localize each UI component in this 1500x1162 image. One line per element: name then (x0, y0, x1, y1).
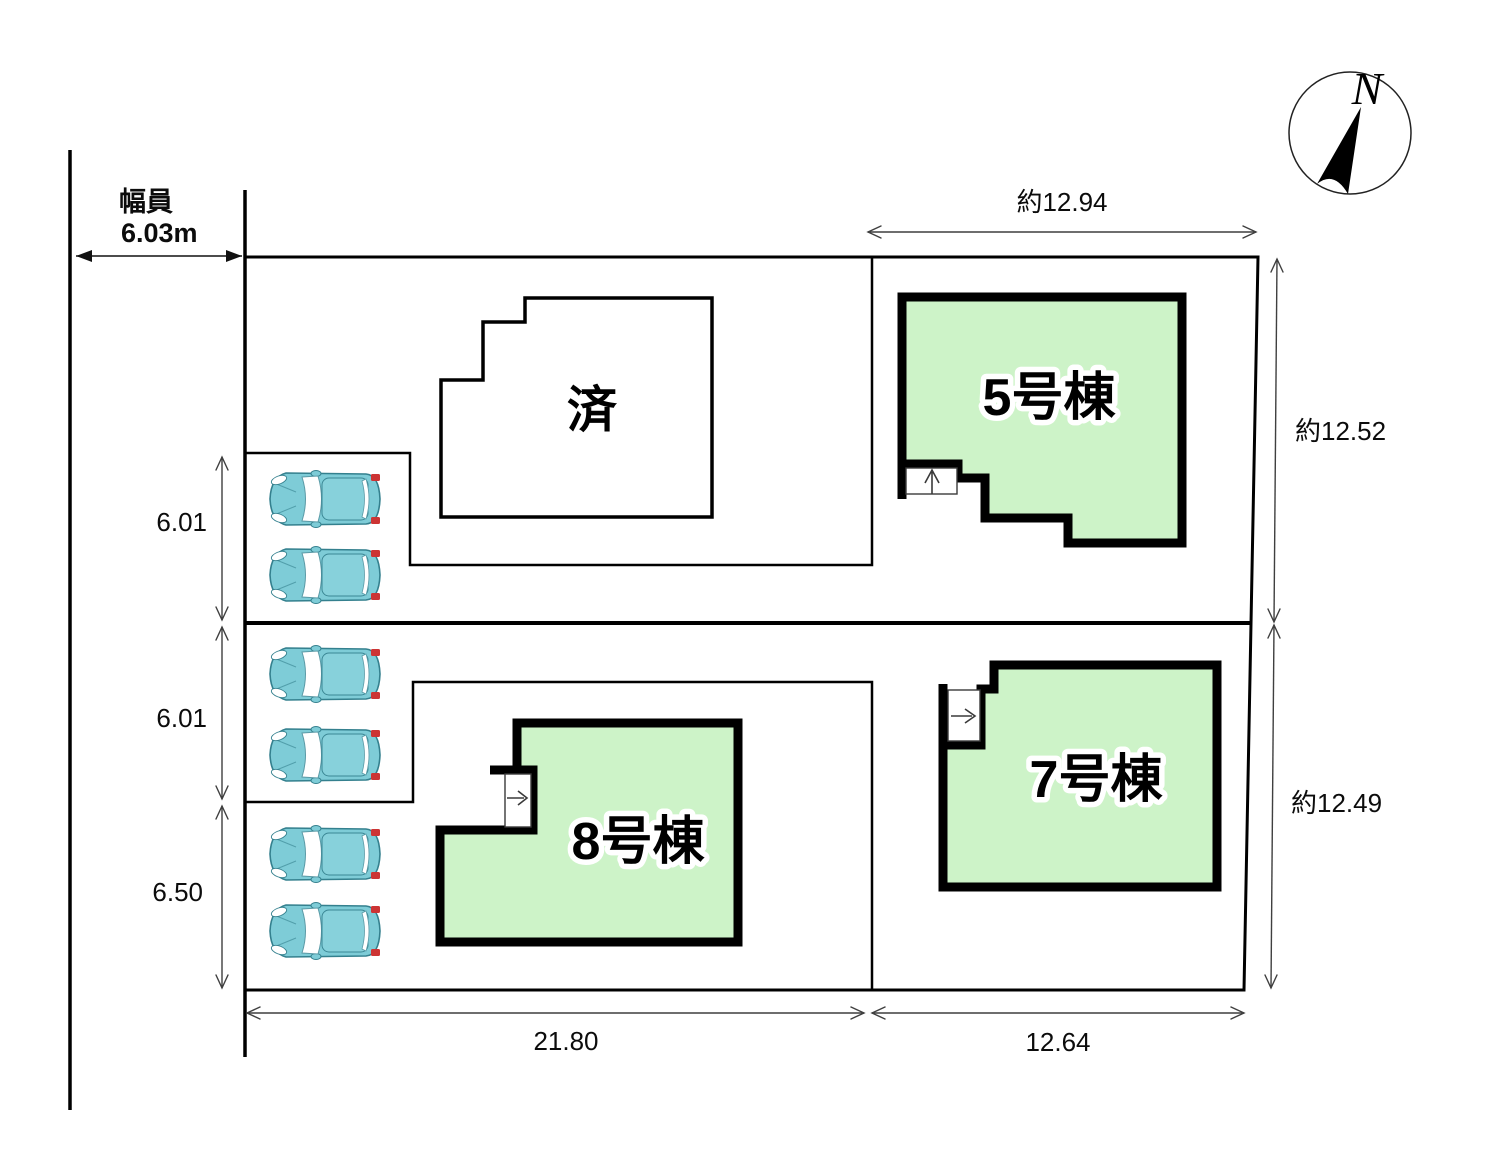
road-width-caption: 幅員 (119, 187, 173, 217)
dimension-top-label: 約12.94 (1016, 187, 1107, 217)
dimension-right-lower-line (1270, 624, 1275, 989)
arrowhead-right-icon (850, 1006, 866, 1020)
arrowhead-up-icon (215, 455, 229, 471)
dimension-road-width: 幅員 6.03m (76, 187, 242, 262)
dimension-bottom-left: 21.80 (245, 1006, 866, 1056)
arrowhead-down-icon (215, 606, 229, 622)
dimension-right-upper-label: 約12.52 (1295, 416, 1386, 446)
arrowhead-left-icon (76, 250, 92, 262)
building-5: 5号棟 (897, 292, 1187, 548)
arrowhead-right-icon (1230, 1006, 1246, 1020)
arrowhead-up-icon (1267, 623, 1281, 639)
dimension-bottom-right: 12.64 (870, 1006, 1246, 1057)
building-5-label: 5号棟 (983, 369, 1117, 427)
building-sold: 済 (439, 296, 714, 519)
building-8-label: 8号棟 (572, 813, 706, 871)
car-icon-4 (269, 725, 381, 785)
building-8-entrance-arrow-icon (507, 790, 529, 806)
arrowhead-left-icon (245, 1006, 261, 1020)
arrowhead-right-icon (226, 250, 242, 262)
building-7: 7号棟 (938, 660, 1222, 892)
dimension-right-lower-label: 約12.49 (1291, 788, 1382, 818)
dimension-left-middle-label: 6.01 (156, 703, 207, 733)
dimension-top: 約12.94 (866, 187, 1258, 239)
building-7-label: 7号棟 (1030, 751, 1164, 809)
dimension-right-upper-line (1273, 258, 1278, 622)
arrowhead-up-icon (215, 625, 229, 641)
building-8-outline (435, 718, 743, 947)
dimension-left-lower: 6.50 (152, 804, 229, 990)
dimension-bottom-left-label: 21.80 (533, 1026, 598, 1056)
dimension-right-lower: 約12.49 (1264, 623, 1382, 990)
arrowhead-down-icon (215, 785, 229, 801)
building-5-entrance-arrow-icon (924, 468, 940, 494)
building-8: 8号棟 (435, 718, 743, 947)
arrowhead-down-icon (1267, 608, 1281, 624)
arrowhead-up-icon (215, 804, 229, 820)
car-icon-1 (269, 469, 381, 529)
dimension-left-lower-label: 6.50 (152, 877, 203, 907)
building-sold-outline (439, 296, 714, 519)
plot-boundary (243, 255, 1260, 992)
dimension-bottom-right-label: 12.64 (1025, 1027, 1090, 1057)
building-7-entrance-arrow-icon (951, 708, 977, 724)
dimension-right-upper: 約12.52 (1267, 257, 1386, 624)
building-8-entrance-porch (504, 773, 532, 828)
compass: N (1288, 63, 1412, 195)
arrowhead-left-icon (866, 225, 882, 239)
dimension-left-middle: 6.01 (156, 625, 229, 801)
arrowhead-right-icon (1242, 225, 1258, 239)
road-width-value: 6.03m (121, 218, 198, 248)
arrowhead-up-icon (1270, 257, 1284, 273)
arrowhead-left-icon (870, 1006, 886, 1020)
car-icon-2 (269, 545, 381, 605)
dimension-left-upper: 6.01 (156, 455, 229, 622)
upper-lot-divider (246, 257, 874, 567)
compass-north-label: N (1351, 63, 1385, 114)
compass-needle-icon (1317, 107, 1361, 194)
arrowhead-down-icon (1264, 974, 1278, 990)
car-icon-5 (269, 824, 381, 884)
car-icon-6 (269, 901, 381, 961)
lower-lot-divider (245, 680, 874, 990)
building-sold-label: 済 (567, 382, 618, 438)
car-icon-3 (269, 644, 381, 704)
dimension-left-upper-label: 6.01 (156, 507, 207, 537)
building-5-outline (897, 292, 1187, 548)
arrowhead-down-icon (215, 974, 229, 990)
